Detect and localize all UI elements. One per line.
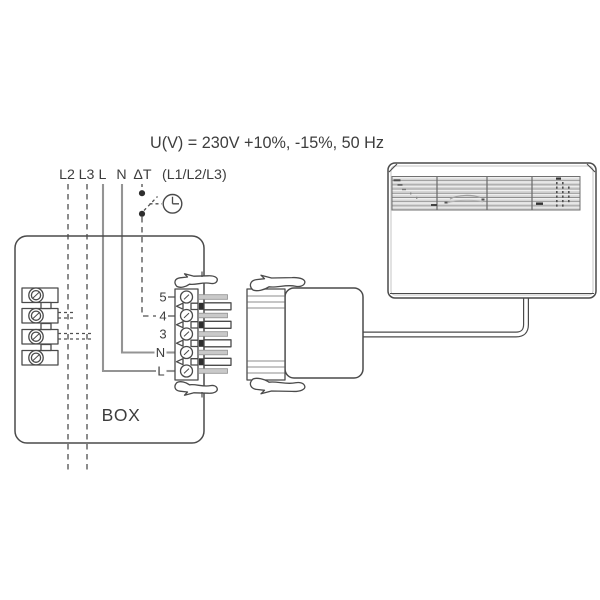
- wire-n: [120, 184, 155, 354]
- switch-contact-top: [138, 190, 146, 197]
- pin-label-4: 4: [159, 309, 166, 324]
- pin-label-5: 5: [159, 290, 166, 305]
- wire-l: [101, 184, 156, 373]
- screw-terminal-icons: [28, 287, 44, 366]
- supply-label-l2: L2: [59, 167, 75, 183]
- switch-contact-bottom: [138, 210, 146, 217]
- screw-icon: [179, 364, 194, 378]
- supply-labels: L2 L3 L N ΔT (L1/L2/L3): [59, 167, 227, 183]
- connector-pins-blade: [199, 302, 232, 366]
- supply-wires: [67, 184, 175, 472]
- heater-connector-female: [246, 274, 306, 395]
- screw-icon: [28, 328, 44, 345]
- socket-latch: [249, 274, 306, 292]
- timer-clock-icon: [162, 193, 183, 214]
- pin-label-3: 3: [159, 327, 166, 342]
- dt-timer-circuit: [138, 184, 183, 317]
- terminal-bridge: [40, 322, 52, 331]
- connector-latch: [174, 381, 218, 396]
- screw-icon: [28, 349, 44, 366]
- supply-label-dt: ΔT: [133, 167, 151, 183]
- junction-box: BOX: [14, 235, 205, 444]
- screw-icon: [179, 327, 194, 341]
- power-spec-text: U(V) = 230V +10%, -15%, 50 Hz: [150, 134, 384, 152]
- grille-emboss: [444, 194, 485, 204]
- socket-ridges: [247, 295, 285, 374]
- heater-connector-male: [174, 271, 232, 398]
- plug-body: [284, 287, 364, 379]
- connector-clips: [175, 302, 199, 366]
- junction-box-label: BOX: [102, 405, 141, 425]
- connector-pin-labels: 5 4 3 N L: [156, 290, 175, 379]
- socket-housing: [246, 288, 286, 381]
- convector-heater: [387, 162, 597, 299]
- connector-pins-flat: [198, 294, 228, 374]
- connector-screws: [179, 290, 194, 378]
- screw-icon: [179, 345, 194, 360]
- heater-corner-bevels: [388, 163, 596, 173]
- supply-label-phases: (L1/L2/L3): [162, 167, 227, 183]
- screw-icon: [28, 307, 44, 324]
- terminal-dashed-links: [58, 311, 91, 340]
- heater-inner-edge: [390, 165, 594, 296]
- terminal-bridge: [40, 301, 52, 310]
- power-cable: [360, 296, 529, 338]
- pin-label-n: N: [156, 345, 165, 360]
- terminal-blocks: [21, 287, 91, 366]
- air-outlet-grille: [391, 176, 581, 211]
- screw-icon: [28, 287, 44, 304]
- supply-label-n: N: [116, 167, 126, 183]
- terminal-bridge: [40, 343, 52, 352]
- supply-label-l: L: [99, 167, 107, 183]
- connector-latch: [174, 273, 218, 288]
- grille-detail-marks: [393, 177, 570, 207]
- pin-label-l: L: [157, 364, 164, 379]
- wire-dt-to-pin4: [141, 217, 156, 317]
- screw-icon: [179, 308, 194, 323]
- supply-label-l3: L3: [79, 167, 95, 183]
- grille-slats: [392, 178, 580, 210]
- screw-icon: [179, 290, 194, 304]
